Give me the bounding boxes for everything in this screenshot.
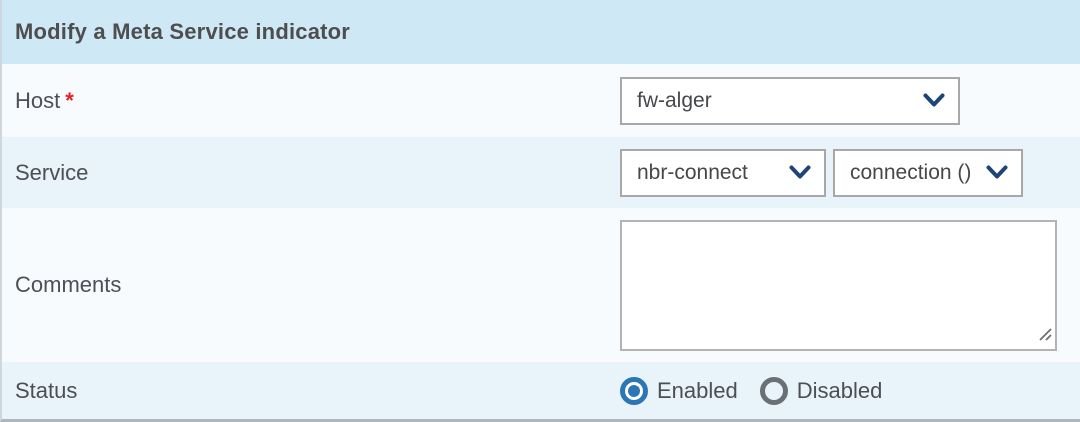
service-label: Service — [15, 159, 89, 185]
form-header: Modify a Meta Service indicator — [2, 0, 1080, 64]
host-label-cell: Host* — [2, 88, 620, 114]
comments-textarea[interactable] — [620, 219, 1057, 351]
radio-button-icon[interactable] — [759, 376, 788, 405]
status-option-enabled[interactable]: Enabled — [620, 376, 738, 405]
metric-select-value: connection () — [850, 160, 972, 184]
status-control-cell: Enabled Disabled — [620, 376, 904, 405]
service-select[interactable]: nbr-connect — [620, 148, 826, 197]
host-row: Host* fw-alger — [2, 64, 1080, 137]
status-row: Status Enabled Disabled — [2, 362, 1080, 419]
host-select[interactable]: fw-alger — [620, 76, 960, 125]
page-title: Modify a Meta Service indicator — [15, 19, 351, 44]
metric-select[interactable]: connection () — [833, 148, 1023, 197]
service-control-cell: nbr-connect connection () — [620, 148, 1023, 197]
host-label: Host — [15, 87, 61, 113]
host-select-value: fw-alger — [637, 88, 712, 112]
radio-label-disabled: Disabled — [796, 377, 883, 403]
host-control-cell: fw-alger — [620, 76, 960, 125]
status-option-disabled[interactable]: Disabled — [759, 376, 883, 405]
service-select-value: nbr-connect — [637, 160, 748, 184]
chevron-down-icon — [986, 165, 1008, 180]
comments-label-cell: Comments — [2, 272, 620, 298]
radio-label-enabled: Enabled — [657, 377, 738, 403]
comments-control-cell — [620, 219, 1057, 351]
comments-label: Comments — [15, 272, 122, 297]
comments-textarea-wrap — [620, 219, 1057, 351]
service-label-cell: Service — [2, 160, 620, 186]
chevron-down-icon — [923, 93, 945, 108]
service-row: Service nbr-connect connection () — [2, 137, 1080, 208]
radio-button-icon[interactable] — [620, 376, 648, 405]
status-label-cell: Status — [2, 378, 620, 404]
comments-row: Comments — [2, 208, 1080, 362]
required-asterisk: * — [65, 87, 74, 113]
chevron-down-icon — [789, 165, 811, 180]
status-label: Status — [15, 377, 78, 403]
